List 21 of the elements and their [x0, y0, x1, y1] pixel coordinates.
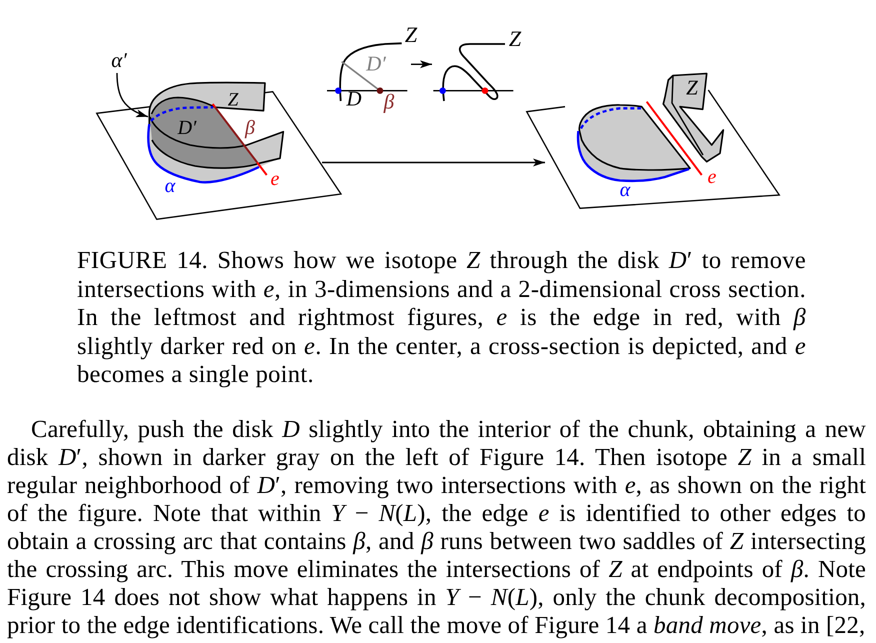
math-label: Z: [404, 24, 418, 46]
leader-arrow: [116, 72, 148, 118]
band-on-plane-drawing: [526, 72, 782, 210]
math-label: Z: [228, 90, 238, 110]
arrow: [322, 158, 545, 166]
math-label: β: [384, 92, 394, 112]
arrow: [411, 60, 432, 68]
body-paragraph: Carefully, push the disk D slightly into the interior of the chunk, obtaining a new disk D′, shown in darker gray on the left of Figure 14. Then isotope Z in a small regular neighborhood of D′, removing two intersections with e, as shown on the right of the figure. Note that within Y − N(L), the edge e is identified to other edges to obtain a crossing arc that contains β, and β runs between two saddles of Z intersecting the crossing arc. This move eliminates the intersections of Z at endpoints of β. Note Figure 14 does not show what happens in Y − N(L), only the chunk decomposition, prior to the edge identifications. We call the move of Figure 14 a band move, as in [22,: [7, 416, 866, 640]
math-label: e: [270, 169, 280, 189]
math-label: D: [346, 88, 362, 110]
math-label: Z: [508, 28, 522, 50]
math-label: e: [708, 167, 716, 187]
math-label: α: [620, 180, 630, 200]
math-label: D′: [366, 54, 386, 74]
variable-label: α′: [106, 48, 132, 72]
math-label: Z: [686, 78, 698, 98]
math-label: β: [245, 118, 255, 138]
figure-caption: FIGURE 14. Shows how we isotope Z through the disk D′ to remove intersections with e, in 3-dimensions and a 2-dimensional cross section. In the leftmost and rightmost figures, e is the edge in red, with β slightly darker red on e. In the center, a cross-section is depicted, and e becomes a single point.: [77, 247, 806, 390]
math-label: D′: [178, 118, 196, 138]
band-on-plane-drawing: [95, 81, 343, 221]
math-label: α: [164, 176, 176, 196]
